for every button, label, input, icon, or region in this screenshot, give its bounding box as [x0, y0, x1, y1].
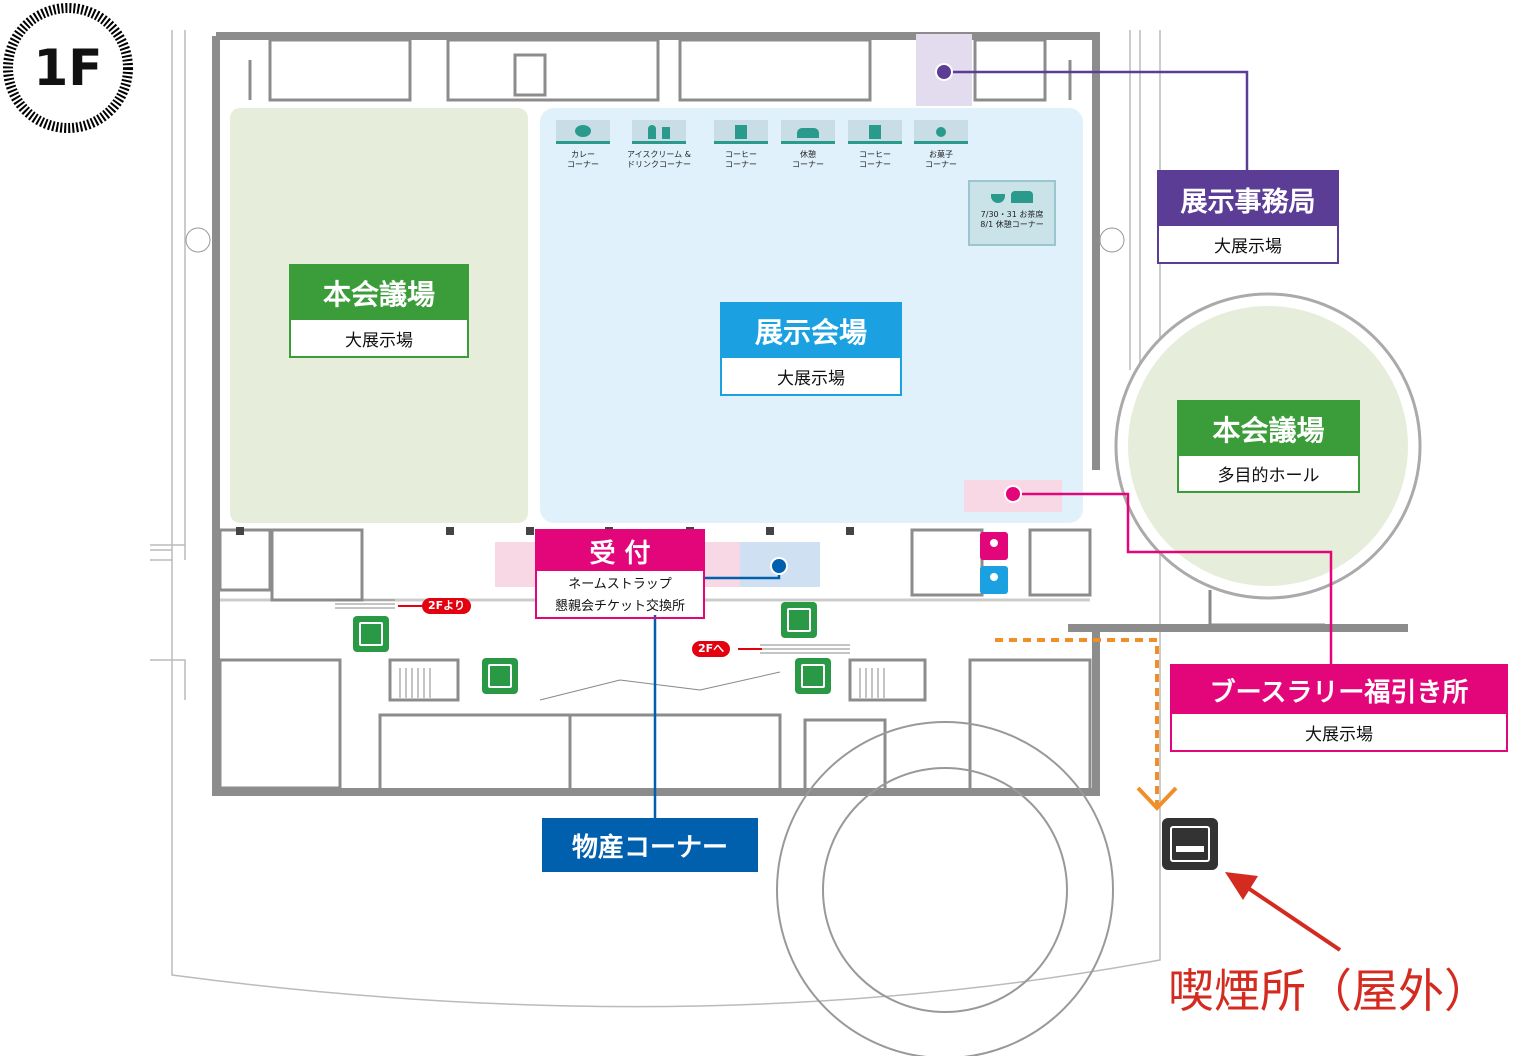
smoking-area-label: 喫煙所（屋外） [1168, 964, 1490, 1018]
exhibit-hall-label: 展示会場 大展示場 [720, 302, 902, 396]
booth-rally-subtitle: 大展示場 [1172, 714, 1506, 750]
restroom-men-icon [980, 566, 1008, 594]
corner-5-line1: お菓子 [929, 150, 953, 159]
escalator-icon [781, 602, 817, 638]
reception-line1: ネームストラップ [537, 571, 703, 593]
corner-1-line1: アイスクリーム & [627, 150, 691, 159]
exhibit-hall-subtitle: 大展示場 [722, 358, 900, 394]
to-2f-arrow [738, 648, 762, 650]
floor-badge [3, 3, 133, 133]
corner-0-line1: カレー [571, 150, 595, 159]
corner-1-line2: ドリンクコーナー [627, 160, 691, 169]
main-hall-right-title: 本会議場 [1179, 402, 1358, 456]
exhibit-hall-title: 展示会場 [722, 304, 900, 358]
office-callout: 展示事務局 大展示場 [1157, 170, 1339, 264]
main-hall-left-label: 本会議場 大展示場 [289, 264, 469, 358]
reception-callout: 受 付 ネームストラップ 懇親会チケット交換所 [535, 529, 705, 619]
reception-line2: 懇親会チケット交換所 [537, 593, 703, 615]
corner-0-line2: コーナー [567, 160, 599, 169]
floor-label: 1F [33, 39, 103, 97]
smoking-area-icon [1162, 818, 1218, 870]
tea-corner-line2: 8/1 休憩コーナー [980, 220, 1044, 229]
office-pin [935, 63, 953, 81]
booth-rally-pin [1004, 485, 1022, 503]
escalator-icon [353, 616, 389, 652]
ice-cream-drink-icon [632, 120, 686, 144]
booth-rally-callout: ブースラリー福引き所 大展示場 [1170, 664, 1508, 752]
main-hall-right-label: 本会議場 多目的ホール [1177, 400, 1360, 493]
coffee-icon [714, 120, 768, 144]
elevator-icon [482, 658, 518, 694]
local-goods-pin [770, 557, 788, 575]
main-hall-right-subtitle: 多目的ホール [1179, 456, 1358, 491]
sweets-icon [914, 120, 968, 144]
corner-5-line2: コーナー [925, 160, 957, 169]
office-subtitle: 大展示場 [1159, 226, 1337, 262]
corner-3-line2: コーナー [792, 160, 824, 169]
restroom-women-icon [980, 532, 1008, 560]
office-title: 展示事務局 [1159, 172, 1337, 226]
tea-icon [987, 188, 1037, 204]
local-goods-callout: 物産コーナー [542, 818, 758, 872]
coffee-icon [848, 120, 902, 144]
curry-icon [556, 120, 610, 144]
corner-2-line1: コーヒー [725, 150, 757, 159]
from-2f-badge: 2Fより [422, 598, 471, 614]
corner-4-line1: コーヒー [859, 150, 891, 159]
elevator-icon [795, 658, 831, 694]
main-hall-left-subtitle: 大展示場 [291, 320, 467, 356]
tea-corner: 7/30・31 お茶席 8/1 休憩コーナー [968, 180, 1056, 246]
reception-title: 受 付 [537, 531, 703, 571]
main-hall-left-title: 本会議場 [291, 266, 467, 320]
booth-rally-title: ブースラリー福引き所 [1172, 666, 1506, 714]
rest-icon [781, 120, 835, 144]
smoking-arrow [1225, 872, 1258, 900]
from-2f-arrow [398, 605, 422, 607]
tea-corner-line1: 7/30・31 お茶席 [980, 210, 1044, 219]
to-2f-badge: 2Fへ [692, 641, 731, 657]
corner-4-line2: コーナー [859, 160, 891, 169]
corner-2-line2: コーナー [725, 160, 757, 169]
corner-3-line1: 休憩 [800, 150, 816, 159]
